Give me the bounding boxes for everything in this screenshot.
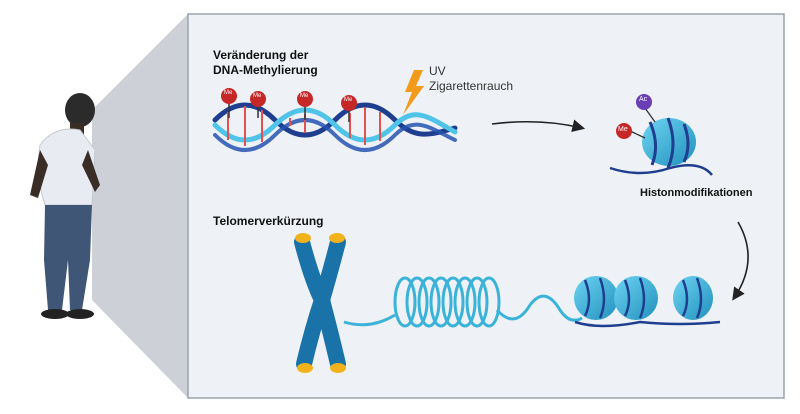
- uv-label: UV: [429, 64, 446, 78]
- chromosome-icon: [294, 233, 346, 373]
- methyl-tag-text-4: Me: [344, 97, 353, 103]
- methylation-label-line2: DNA-Methylierung: [213, 63, 318, 77]
- telomere-label: Telomerverkürzung: [213, 214, 324, 228]
- histone-label: Histonmodifikationen: [640, 187, 753, 199]
- nucleosome-icon: [609, 94, 713, 176]
- methyl-tag-text-2: Me: [253, 93, 262, 99]
- view-cone: [92, 14, 188, 398]
- methylation-label-line1: Veränderung der: [213, 48, 309, 62]
- methyl-tag-text-3: Me: [300, 93, 309, 99]
- curved-arrow-icon: [732, 221, 749, 301]
- smoke-label: Zigarettenrauch: [429, 79, 514, 93]
- arrow-icon: [491, 119, 586, 133]
- methyl-tag-text-1: Me: [224, 90, 233, 96]
- detail-panel: [187, 13, 785, 399]
- person-icon: [30, 93, 100, 319]
- methyl-tags: [221, 88, 357, 122]
- histone-methyl-text: Me: [618, 126, 628, 133]
- histone-acetyl-text: Ac: [639, 96, 648, 103]
- lightning-icon: [403, 70, 424, 115]
- chromatin-coil: [343, 276, 583, 328]
- nucleosome-chain: [574, 276, 721, 328]
